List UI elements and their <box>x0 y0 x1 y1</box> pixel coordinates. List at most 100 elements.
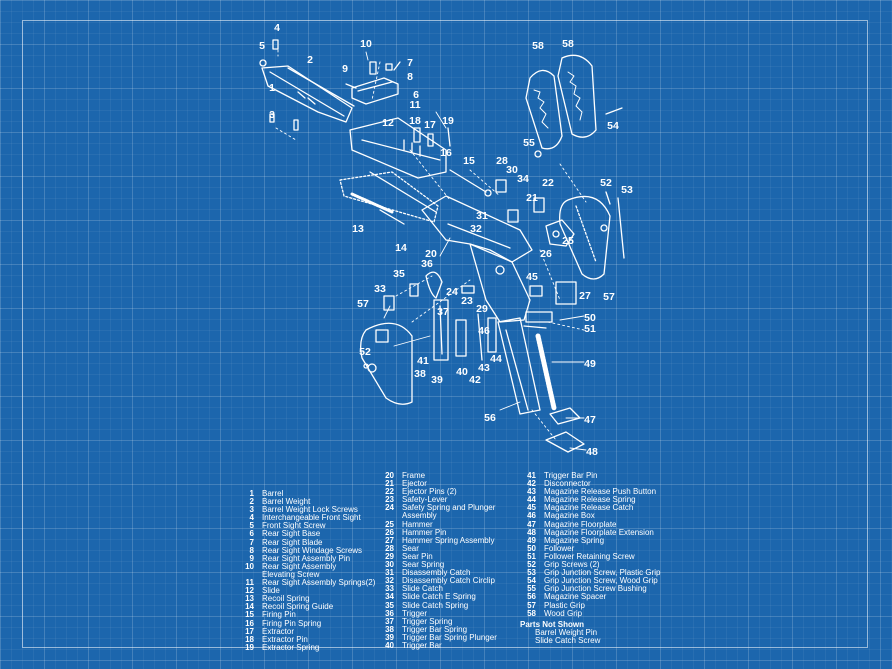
callout-17: 17 <box>424 119 436 131</box>
callout-27: 27 <box>579 290 591 302</box>
legend-item-continuation: Assembly <box>402 511 437 521</box>
legend-item-number: 42 <box>527 479 536 489</box>
legend-item-label: Trigger Spring <box>402 616 453 626</box>
follower-part <box>525 311 553 323</box>
callout-48: 48 <box>586 446 598 458</box>
legend-item-number: 19 <box>245 642 254 652</box>
callout-57: 57 <box>603 291 615 303</box>
legend-item-number: 27 <box>385 535 394 545</box>
callout-37: 37 <box>437 306 449 318</box>
legend-item-number: 57 <box>527 600 536 610</box>
legend-item-label: Interchangeable Front Sight <box>262 513 361 523</box>
grip-screw-part <box>605 107 623 115</box>
callout-13: 13 <box>352 223 364 235</box>
legend-item-number: 58 <box>527 608 536 618</box>
frame-part <box>421 195 533 323</box>
parts-not-shown-heading: Parts Not Shown <box>520 619 585 629</box>
parts-not-shown-item: Slide Catch Screw <box>535 635 601 645</box>
callout-54: 54 <box>607 120 619 132</box>
callout-8: 8 <box>407 71 413 83</box>
callout-4: 4 <box>274 22 280 34</box>
legend-item-label: Follower <box>544 543 575 553</box>
callout-18: 18 <box>409 115 421 127</box>
legend-item-label: Sear Pin <box>402 551 433 561</box>
legend-item-number: 30 <box>385 560 394 570</box>
legend-item-number: 45 <box>527 503 536 513</box>
legend-item-label: Wood Grip <box>544 608 583 618</box>
legend-item-number: 43 <box>527 487 536 497</box>
legend-item-label: Firing Pin <box>262 610 296 620</box>
legend-item-label: Extractor <box>262 626 295 636</box>
callout-57: 57 <box>357 298 369 310</box>
callout-52: 52 <box>600 177 612 189</box>
callout-40: 40 <box>456 366 468 378</box>
magazine-release-part <box>529 285 543 297</box>
weight-lock-screw-part <box>293 119 299 131</box>
callout-16: 16 <box>440 147 452 159</box>
blueprint-border <box>22 20 868 648</box>
legend-item-number: 4 <box>249 513 254 523</box>
legend-item-number: 48 <box>527 527 536 537</box>
legend-item-label: Magazine Release Spring <box>544 495 636 505</box>
legend-item-label: Magazine Floorplate Extension <box>544 527 654 537</box>
legend-item-number: 41 <box>527 471 536 480</box>
callout-12: 12 <box>382 117 394 129</box>
magazine-box-part <box>497 317 541 415</box>
callout-26: 26 <box>540 248 552 260</box>
legend-item-label: Slide <box>262 586 280 596</box>
magazine-floorplate-part <box>549 407 581 425</box>
callout-15: 15 <box>463 155 475 167</box>
legend-item-label: Disconnector <box>544 479 591 489</box>
callout-leader-lines <box>365 51 587 451</box>
legend-item-number: 49 <box>527 535 536 545</box>
recoil-spring-guide-part <box>379 209 405 225</box>
legend-item-label: Grip Junction Screw Bushing <box>544 584 647 594</box>
legend-item-label: Extractor Pin <box>262 634 308 644</box>
legend-item-label: Barrel Weight Lock Screws <box>262 505 358 515</box>
callout-34: 34 <box>517 173 529 185</box>
callout-44: 44 <box>490 353 502 365</box>
legend-item-label: Trigger Bar <box>402 640 442 650</box>
callout-55: 55 <box>523 137 535 149</box>
legend-item-number: 22 <box>385 487 394 497</box>
legend-item-label: Grip Junction Screw, Wood Grip <box>544 576 658 586</box>
legend-item-number: 34 <box>385 592 394 602</box>
legend-item-number: 55 <box>527 584 536 594</box>
firing-pin-head <box>484 189 492 197</box>
legend-item-number: 46 <box>527 511 536 521</box>
legend-item-label: Grip Junction Screw, Plastic Grip <box>544 568 661 578</box>
legend-item-label: Recoil Spring Guide <box>262 602 334 612</box>
legend-item-label: Firing Pin Spring <box>262 618 322 628</box>
legend-item-48: 48 Magazine Floorplate Extension <box>520 527 660 537</box>
grip-screw-part <box>363 363 369 369</box>
legend-item-number: 39 <box>385 632 394 642</box>
legend-item-number: 2 <box>249 497 254 507</box>
legend-item-number: 29 <box>385 551 394 561</box>
callout-5: 5 <box>259 40 265 52</box>
floorplate-extension-part <box>545 431 585 453</box>
legend-item-label: Front Sight Screw <box>262 521 326 531</box>
legend-item-label: Magazine Release Push Button <box>544 487 657 497</box>
legend-item-4: 4 Interchangeable Front Sight <box>241 514 375 522</box>
front-sight-screw-part <box>259 59 267 67</box>
wood-grip-left-part <box>525 69 563 150</box>
